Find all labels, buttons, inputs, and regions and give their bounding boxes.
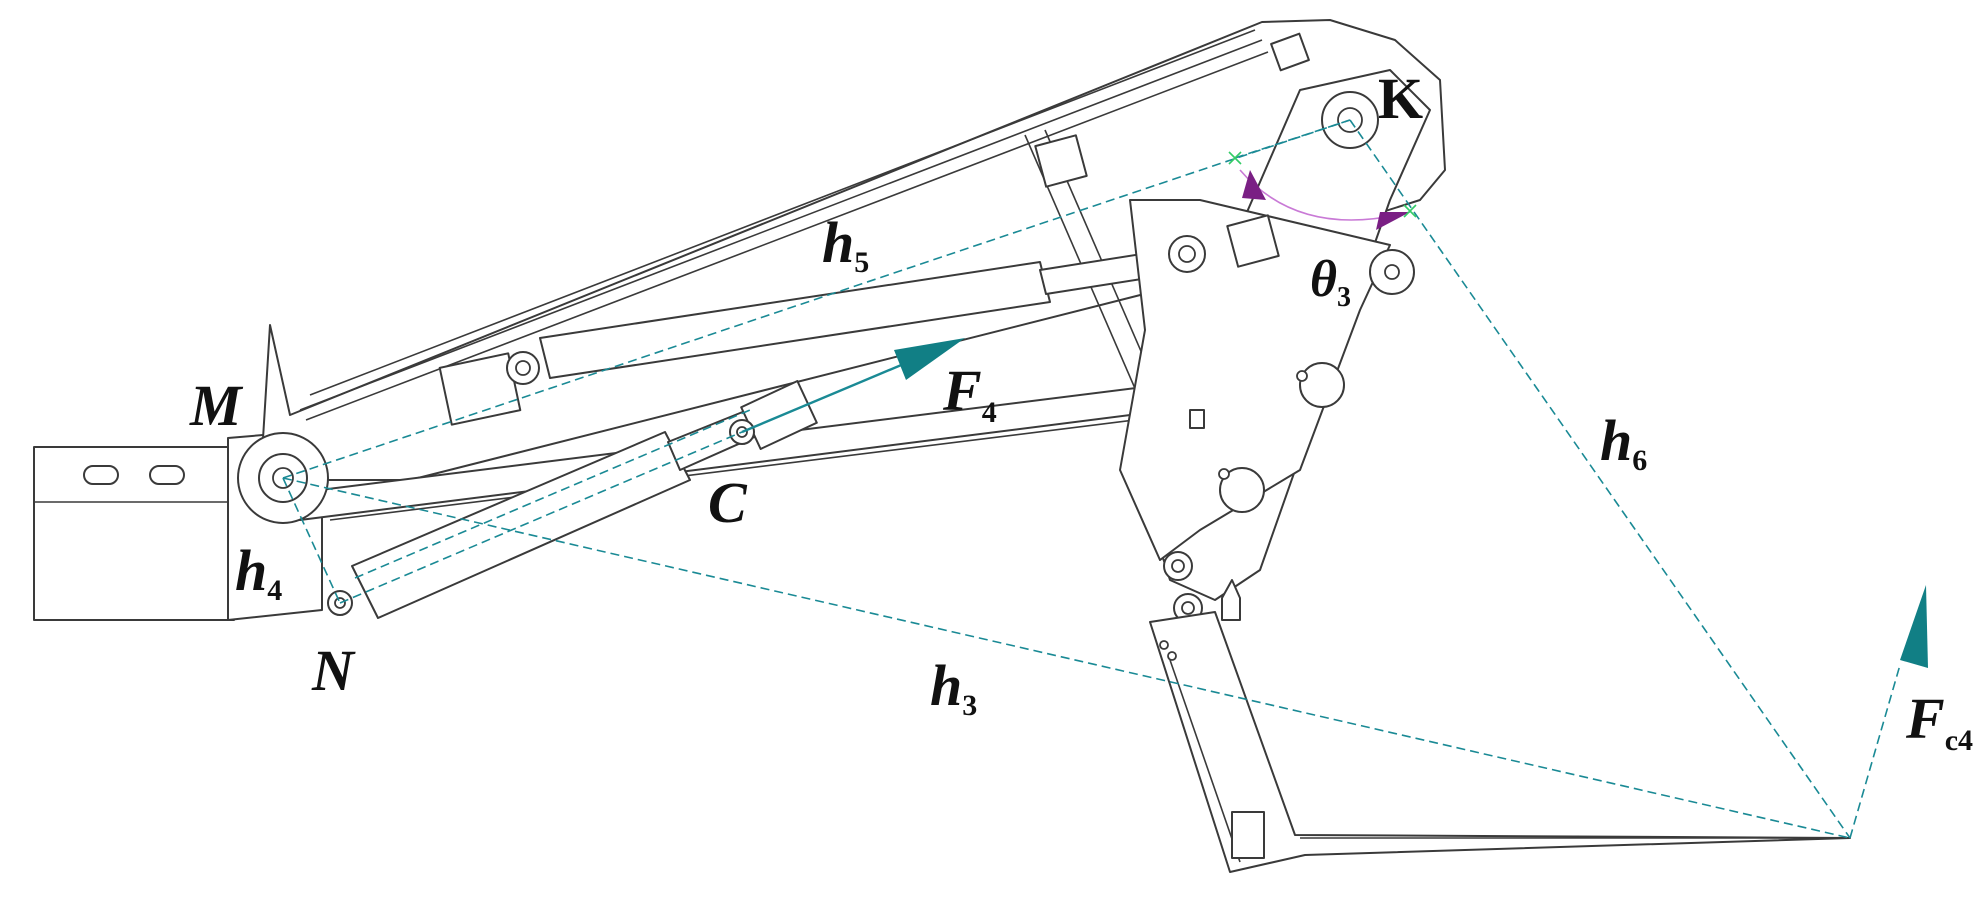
lower-cylinder-barrel — [351, 431, 691, 619]
rocker-slot — [1189, 409, 1205, 429]
angle-theta3 — [1228, 151, 1417, 230]
force-Fc4-shaft — [1849, 664, 1901, 839]
label-h6: h6 — [1600, 408, 1647, 477]
rocker-pin-lower-core — [1171, 559, 1185, 573]
force-F4 — [741, 338, 965, 434]
force-F4-arrowhead — [894, 338, 965, 380]
labels: M N C K h4 h5 h3 h6 F4 Fc4 θ3 — [189, 66, 1973, 757]
bucket-bolt-2 — [1167, 651, 1177, 661]
boom-tip-block — [1270, 32, 1310, 72]
label-theta3-base: θ — [1310, 251, 1337, 308]
dim-line-h5 — [282, 119, 1351, 479]
rocker-roller-1-core — [1384, 264, 1400, 280]
base-slot-right — [149, 465, 185, 485]
rocker-roller-3 — [1219, 467, 1265, 513]
lower-cylinder — [351, 380, 818, 619]
dim-line-cylinder-axis — [339, 431, 743, 604]
label-h5: h5 — [822, 210, 869, 279]
label-h3-sub: 3 — [962, 689, 977, 722]
bucket-bolt-1 — [1159, 640, 1169, 650]
rocker-roller-2 — [1299, 362, 1345, 408]
label-theta3-sub: 3 — [1337, 282, 1351, 313]
label-h4-base: h — [235, 538, 267, 603]
label-F4-sub: 4 — [982, 396, 997, 429]
bucket-edge — [1169, 659, 1241, 863]
label-K: K — [1378, 66, 1423, 131]
label-F4: F4 — [942, 358, 997, 429]
rocker-pin-bottom-core — [1181, 601, 1195, 615]
angle-theta3-vertex-mark — [1228, 151, 1242, 165]
rocker-bolt-2 — [1218, 468, 1230, 480]
dim-line-h3 — [282, 477, 1851, 839]
label-h3: h3 — [930, 653, 977, 722]
label-h4: h4 — [235, 538, 282, 607]
force-F4-shaft — [741, 353, 926, 434]
boom-top-rail — [309, 29, 1256, 396]
label-h3-base: h — [930, 653, 962, 718]
label-theta3: θ3 — [1310, 251, 1351, 313]
rocker-bolt-1 — [1296, 370, 1308, 382]
upper-cylinder — [438, 247, 1187, 426]
label-h5-base: h — [822, 210, 854, 275]
angle-theta3-end-mark — [1403, 204, 1417, 218]
base-plate — [33, 446, 235, 621]
bucket-heel-block — [1231, 811, 1265, 859]
dimension-lines — [282, 119, 1851, 839]
label-M: M — [189, 373, 244, 438]
boom-top-edge — [299, 39, 1263, 411]
rocker-pin-upper-core — [1178, 245, 1196, 263]
force-Fc4 — [1849, 585, 1928, 839]
label-Fc4: Fc4 — [1905, 686, 1973, 757]
rocker-stop — [1221, 579, 1241, 621]
dim-line-h4 — [282, 477, 341, 604]
boom-top-edge-inner — [305, 51, 1269, 421]
dim-line-angle-ref — [1234, 119, 1351, 159]
label-Fc4-base: F — [1905, 686, 1945, 751]
angle-theta3-arrow-start — [1242, 170, 1266, 200]
bucket — [1149, 611, 1851, 873]
dim-line-h6 — [1349, 119, 1851, 839]
label-F4-base: F — [942, 358, 982, 423]
dim-line-cylinder-axis-2 — [354, 409, 751, 579]
upper-cylinder-pin-core — [515, 360, 531, 376]
upper-cylinder-barrel — [539, 261, 1051, 379]
base-slot-left — [83, 465, 119, 485]
boom-block-1 — [1034, 134, 1088, 188]
label-h6-base: h — [1600, 408, 1632, 473]
boom-lower-edge — [329, 414, 1176, 521]
label-h4-sub: 4 — [267, 574, 282, 607]
label-N: N — [311, 638, 356, 703]
label-C: C — [708, 470, 748, 535]
label-h5-sub: 5 — [854, 246, 869, 279]
angle-theta3-arrow-end — [1376, 212, 1410, 230]
label-h6-sub: 6 — [1632, 444, 1647, 477]
force-Fc4-arrowhead — [1900, 585, 1928, 668]
label-Fc4-sub: c4 — [1945, 724, 1973, 757]
rocker-block — [1226, 214, 1280, 268]
